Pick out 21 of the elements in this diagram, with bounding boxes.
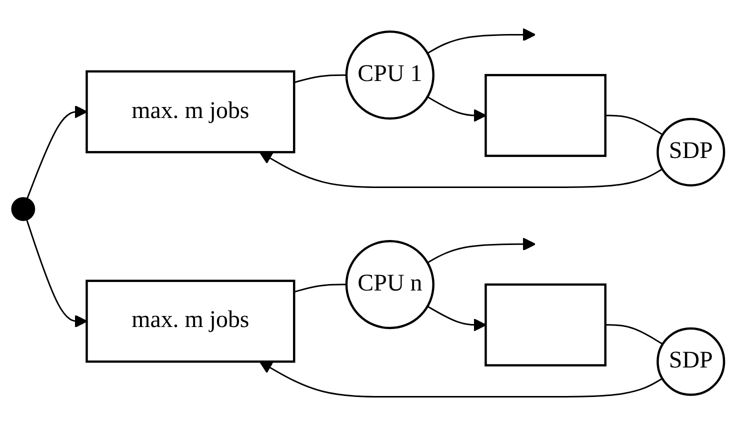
node-circle [11, 197, 36, 221]
connector [294, 284, 346, 293]
connector [605, 114, 664, 136]
connector [605, 324, 664, 345]
arrow [427, 96, 486, 122]
arrow [26, 105, 88, 199]
arrow [427, 238, 536, 264]
node-box: max. m jobs [86, 280, 296, 363]
arrow [259, 361, 663, 398]
node-box [484, 74, 606, 157]
arrow [26, 219, 88, 328]
node-box: max. m jobs [86, 70, 296, 154]
node-circle: SDP [656, 327, 726, 396]
node-circle: CPU 1 [345, 30, 434, 120]
arrow [259, 152, 663, 188]
connector [294, 74, 346, 84]
node-circle: SDP [656, 118, 726, 186]
node-circle: CPU n [345, 240, 434, 330]
arrow [427, 306, 486, 332]
arrow [427, 28, 536, 54]
node-box [484, 283, 606, 366]
